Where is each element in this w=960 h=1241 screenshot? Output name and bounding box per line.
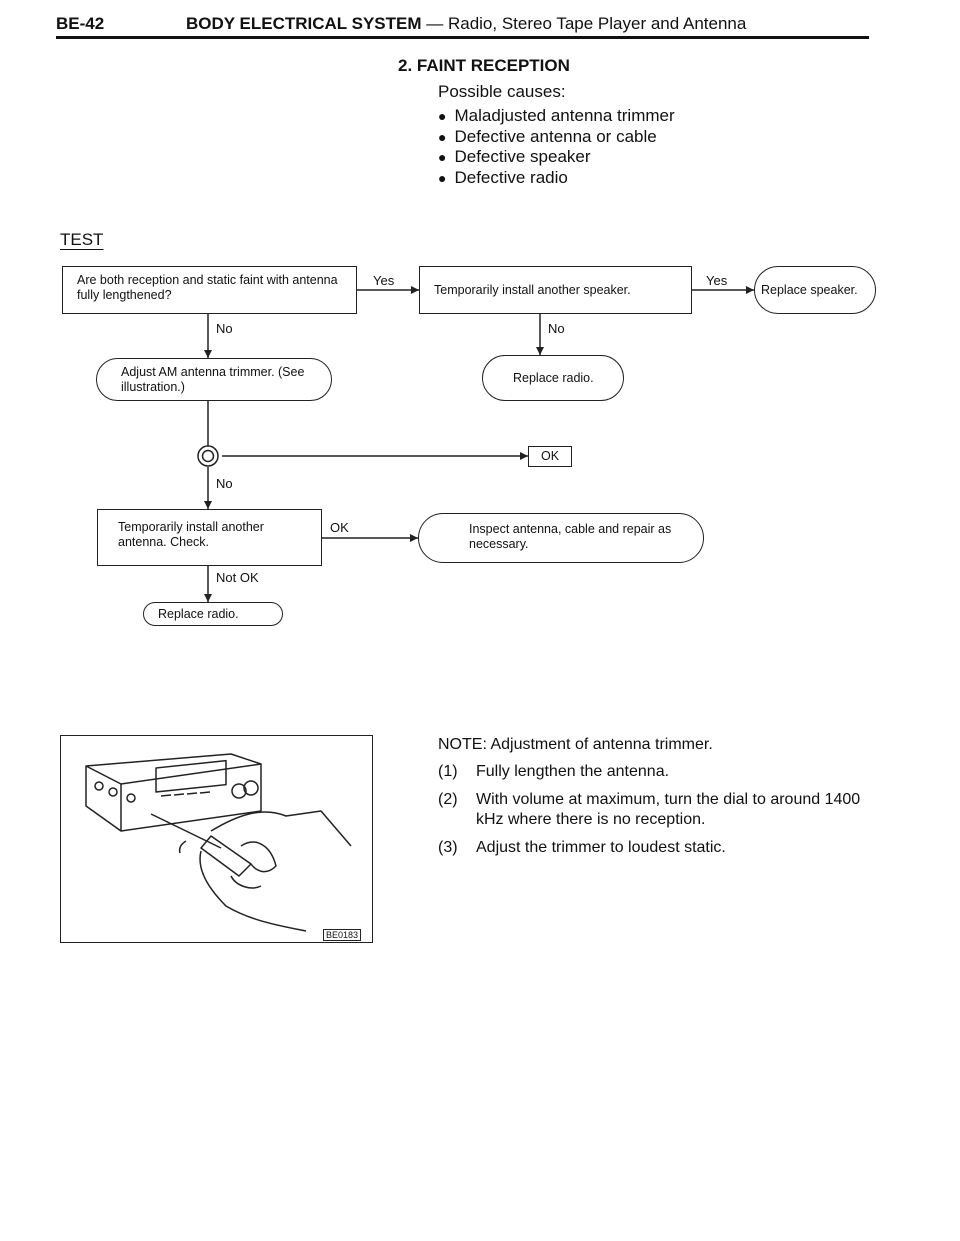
cause-item: Maladjusted antenna trimmer [438, 106, 674, 127]
note-title: NOTE: Adjustment of antenna trimmer. [438, 736, 713, 753]
page-code: BE-42 [56, 14, 105, 33]
question-reception-static: Are both reception and static faint with… [62, 266, 357, 314]
step-install-speaker: Temporarily install another speaker. [419, 266, 692, 314]
causes-list: Maladjusted antenna trimmer Defective an… [438, 106, 675, 189]
ok-label: OK [330, 520, 349, 535]
step-number: (1) [438, 763, 458, 780]
step-text: Fully lengthen the antenna. [476, 763, 670, 780]
check-symbol [197, 445, 219, 467]
no-label: No [548, 321, 565, 336]
fault-title: 2. FAINT RECEPTION [398, 56, 570, 75]
not-ok-label: Not OK [216, 570, 259, 585]
step-install-antenna: Temporarily install another antenna. Che… [97, 509, 322, 566]
step-text: Adjust the trimmer to loudest static. [476, 839, 726, 856]
note-step: (2) With volume at maximum, turn the dial… [438, 790, 878, 830]
header-rule [56, 36, 869, 39]
yes-label: Yes [706, 273, 728, 288]
step-number: (3) [438, 839, 458, 856]
trimmer-illustration [60, 735, 373, 943]
note-steps: (1) Fully lengthen the antenna. (2) With v… [438, 762, 878, 866]
step-number: (2) [438, 791, 458, 808]
test-label: TEST [60, 230, 104, 249]
cause-item: Defective speaker [438, 147, 675, 168]
illustration-code: BE0183 [323, 929, 362, 941]
causes-label: Possible causes: [438, 82, 566, 101]
section-title-bold: BODY ELECTRICAL SYSTEM [186, 14, 422, 33]
result-inspect-antenna: Inspect antenna, cable and repair as nec… [418, 513, 704, 563]
step-adjust-trimmer: Adjust AM antenna trimmer. (See illustra… [96, 358, 332, 401]
ok-box: OK [528, 446, 572, 467]
cause-item: Defective radio [438, 168, 675, 189]
section-title: BODY ELECTRICAL SYSTEM — Radio, Stereo T… [186, 14, 746, 34]
cause-item: Defective antenna or cable [438, 127, 675, 148]
section-title-rest: — Radio, Stereo Tape Player and Antenna [421, 14, 747, 33]
no-label: No [216, 321, 233, 336]
note-step: (3) Adjust the trimmer to loudest static. [438, 838, 878, 858]
radio-screwdriver-drawing [85, 753, 352, 932]
result-replace-speaker: Replace speaker. [754, 266, 876, 314]
result-replace-radio: Replace radio. [482, 355, 624, 401]
yes-label: Yes [373, 273, 395, 288]
note-step: (1) Fully lengthen the antenna. [438, 762, 878, 782]
step-text: With volume at maximum, turn the dial to… [476, 791, 861, 828]
no-label: No [216, 476, 233, 491]
result-replace-radio: Replace radio. [143, 602, 283, 626]
